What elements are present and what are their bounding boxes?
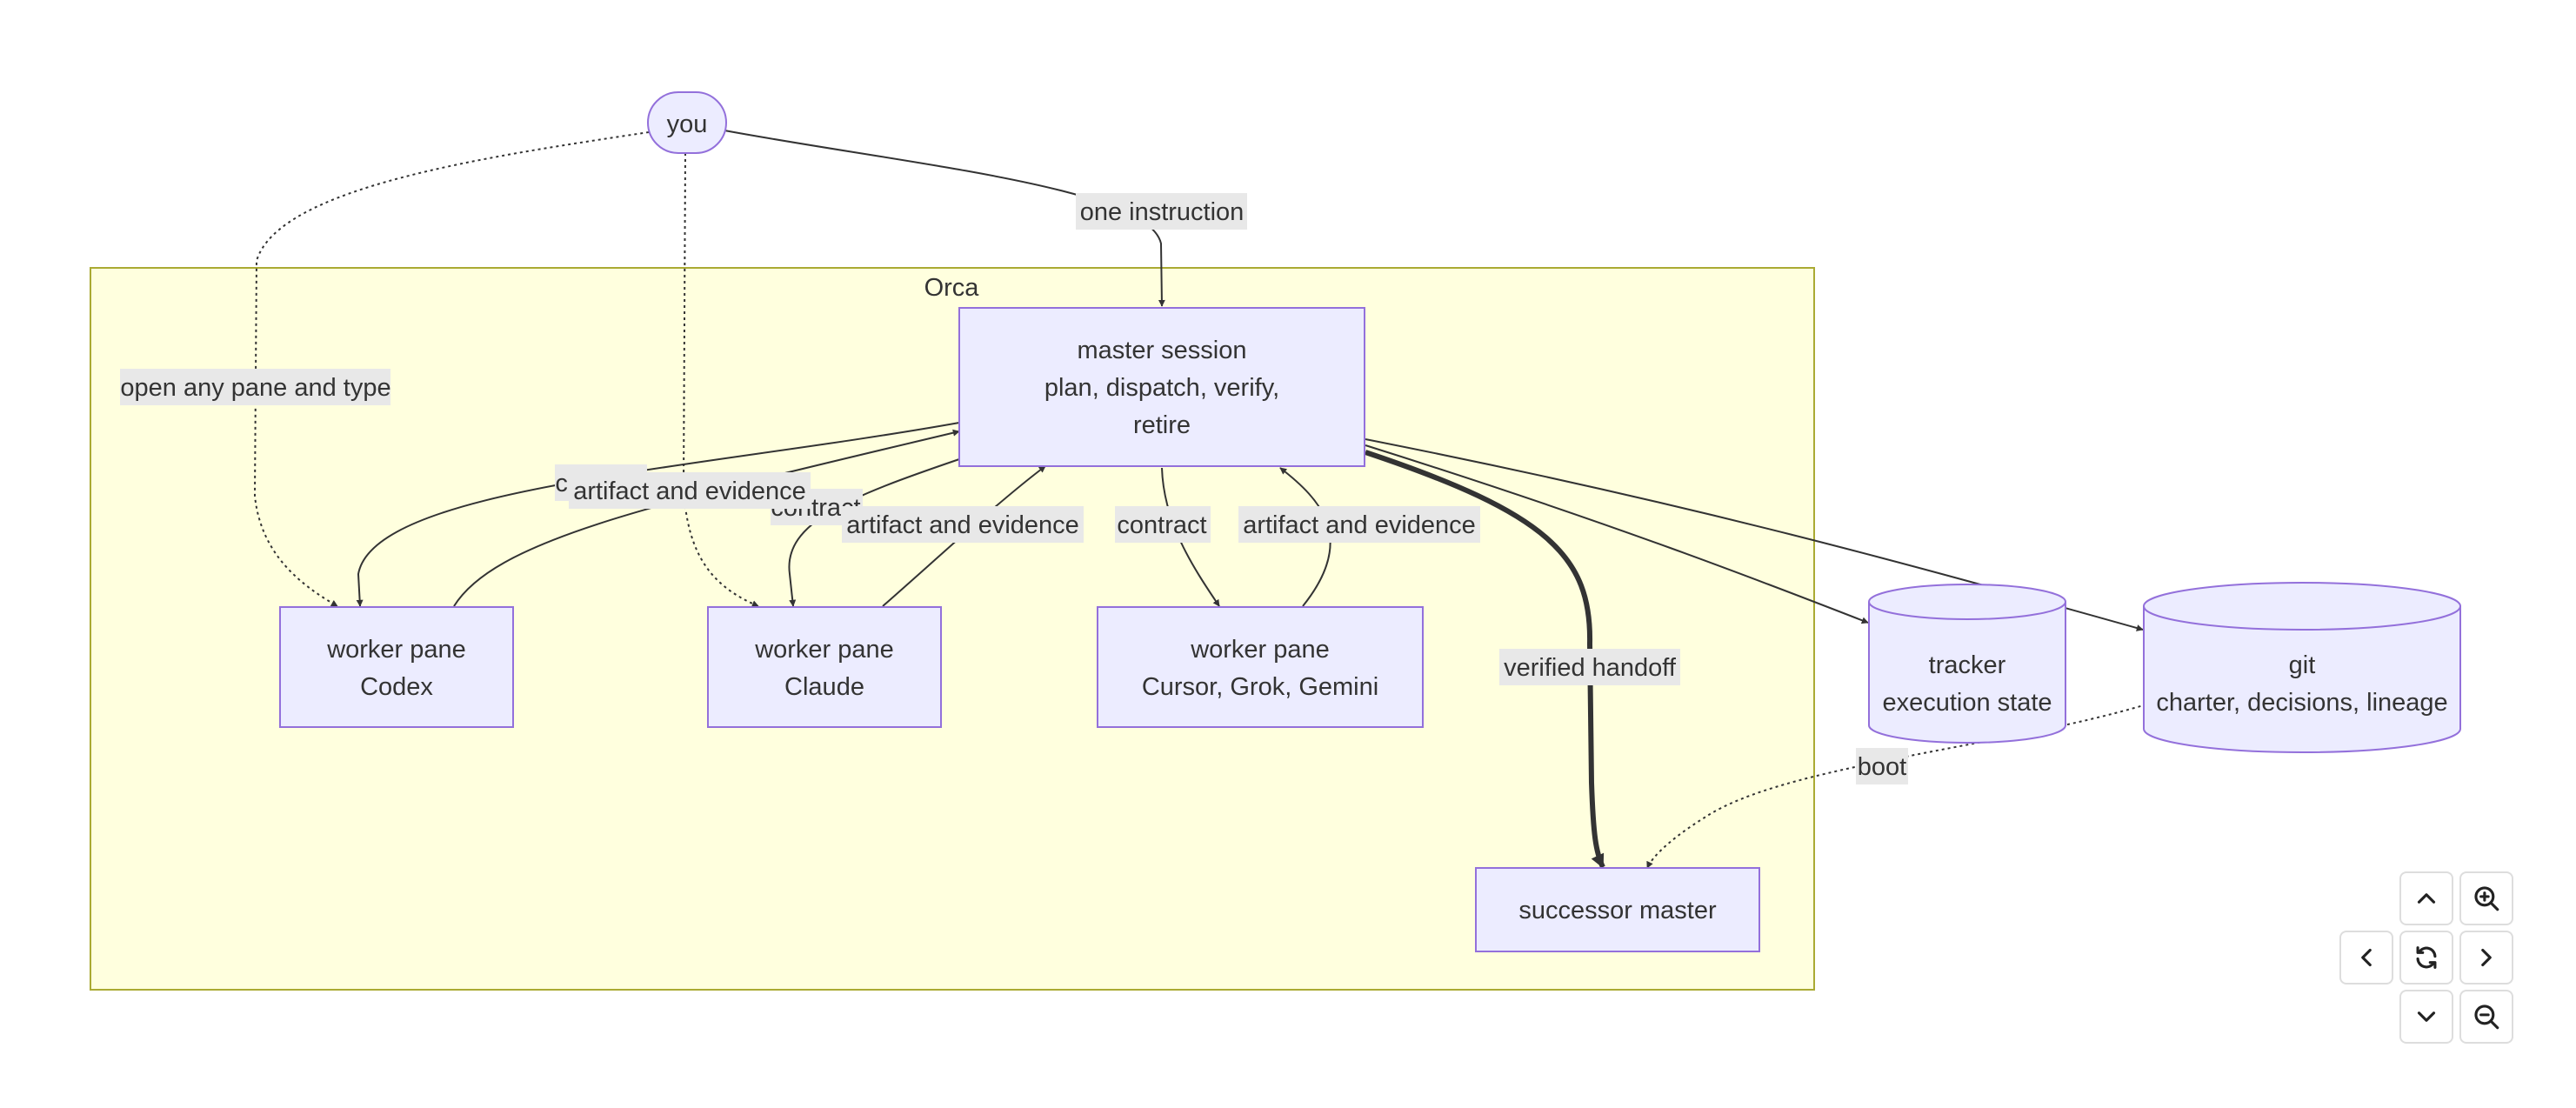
subgraph-title: Orca <box>924 274 980 302</box>
label-boot: boot <box>1856 748 1908 784</box>
edge-labels: one instruction open any pane and type c… <box>120 193 1908 784</box>
label-artifact-claude: artifact and evidence <box>842 506 1084 543</box>
chevron-up-icon <box>2417 893 2436 904</box>
svg-text:successor master: successor master <box>1518 897 1717 924</box>
svg-text:worker pane: worker pane <box>1190 636 1330 664</box>
label-verified-handoff: verified handoff <box>1499 649 1680 685</box>
edge-codex-master <box>453 429 960 607</box>
zoom-in-icon <box>2474 886 2499 911</box>
pan-down-button[interactable] <box>2399 990 2453 1044</box>
label-open-any-pane: open any pane and type <box>120 369 391 405</box>
svg-text:artifact and evidence: artifact and evidence <box>846 511 1079 539</box>
svg-text:Codex: Codex <box>360 673 433 701</box>
node-git-db: git charter, decisions, lineage <box>2143 582 2461 753</box>
node-successor-master: successor master <box>1475 867 1760 952</box>
chevron-right-icon <box>2481 948 2492 967</box>
svg-text:verified handoff: verified handoff <box>1504 654 1677 682</box>
zoom-out-button[interactable] <box>2459 990 2513 1044</box>
svg-text:boot: boot <box>1858 753 1906 781</box>
label-artifact-cursor: artifact and evidence <box>1238 506 1480 543</box>
svg-text:contract: contract <box>1117 511 1206 539</box>
node-worker-cursor: worker pane Cursor, Grok, Gemini <box>1097 606 1424 728</box>
svg-text:open any pane and type: open any pane and type <box>120 374 390 402</box>
node-you: you <box>647 91 727 154</box>
svg-text:artifact and evidence: artifact and evidence <box>1243 511 1476 539</box>
node-master-session: master session plan, dispatch, verify, r… <box>958 307 1365 467</box>
svg-text:tracker: tracker <box>1929 651 2006 679</box>
zoom-in-button[interactable] <box>2459 871 2513 925</box>
svg-text:one instruction: one instruction <box>1080 198 1245 226</box>
edge-you-codex <box>253 131 650 607</box>
reset-view-button[interactable] <box>2399 931 2453 985</box>
node-worker-claude: worker pane Claude <box>707 606 942 728</box>
svg-text:worker pane: worker pane <box>326 636 466 664</box>
svg-text:git: git <box>2289 651 2316 679</box>
edge-master-successor <box>1365 450 1605 869</box>
svg-text:Claude: Claude <box>784 673 864 701</box>
edge-master-codex <box>356 422 960 607</box>
svg-text:Cursor, Grok, Gemini: Cursor, Grok, Gemini <box>1142 673 1378 701</box>
refresh-icon <box>2416 946 2437 969</box>
svg-text:master session: master session <box>1077 337 1246 364</box>
node-tracker-db: tracker execution state <box>1868 584 2066 744</box>
pan-up-button[interactable] <box>2399 871 2453 925</box>
zoom-out-icon <box>2474 1005 2499 1030</box>
svg-text:you: you <box>667 110 708 138</box>
nodes: you master session plan, dispatch, verif… <box>279 91 2461 952</box>
pan-right-button[interactable] <box>2459 931 2513 985</box>
label-contract-cursor: contract <box>1115 506 1211 543</box>
chevron-left-icon <box>2361 948 2372 967</box>
pan-left-button[interactable] <box>2339 931 2393 985</box>
svg-text:artifact and evidence: artifact and evidence <box>573 477 806 505</box>
edge-master-tracker <box>1365 444 1869 624</box>
svg-text:charter, decisions, lineage: charter, decisions, lineage <box>2156 689 2447 717</box>
chevron-down-icon <box>2417 1011 2436 1022</box>
svg-text:plan, dispatch, verify,: plan, dispatch, verify, <box>1044 374 1279 402</box>
svg-text:worker pane: worker pane <box>754 636 894 664</box>
label-one-instruction: one instruction <box>1076 193 1247 230</box>
label-artifact-codex: artifact and evidence <box>569 472 811 509</box>
node-worker-codex: worker pane Codex <box>279 606 514 728</box>
svg-text:retire: retire <box>1133 411 1191 439</box>
svg-text:execution state: execution state <box>1882 689 2052 717</box>
